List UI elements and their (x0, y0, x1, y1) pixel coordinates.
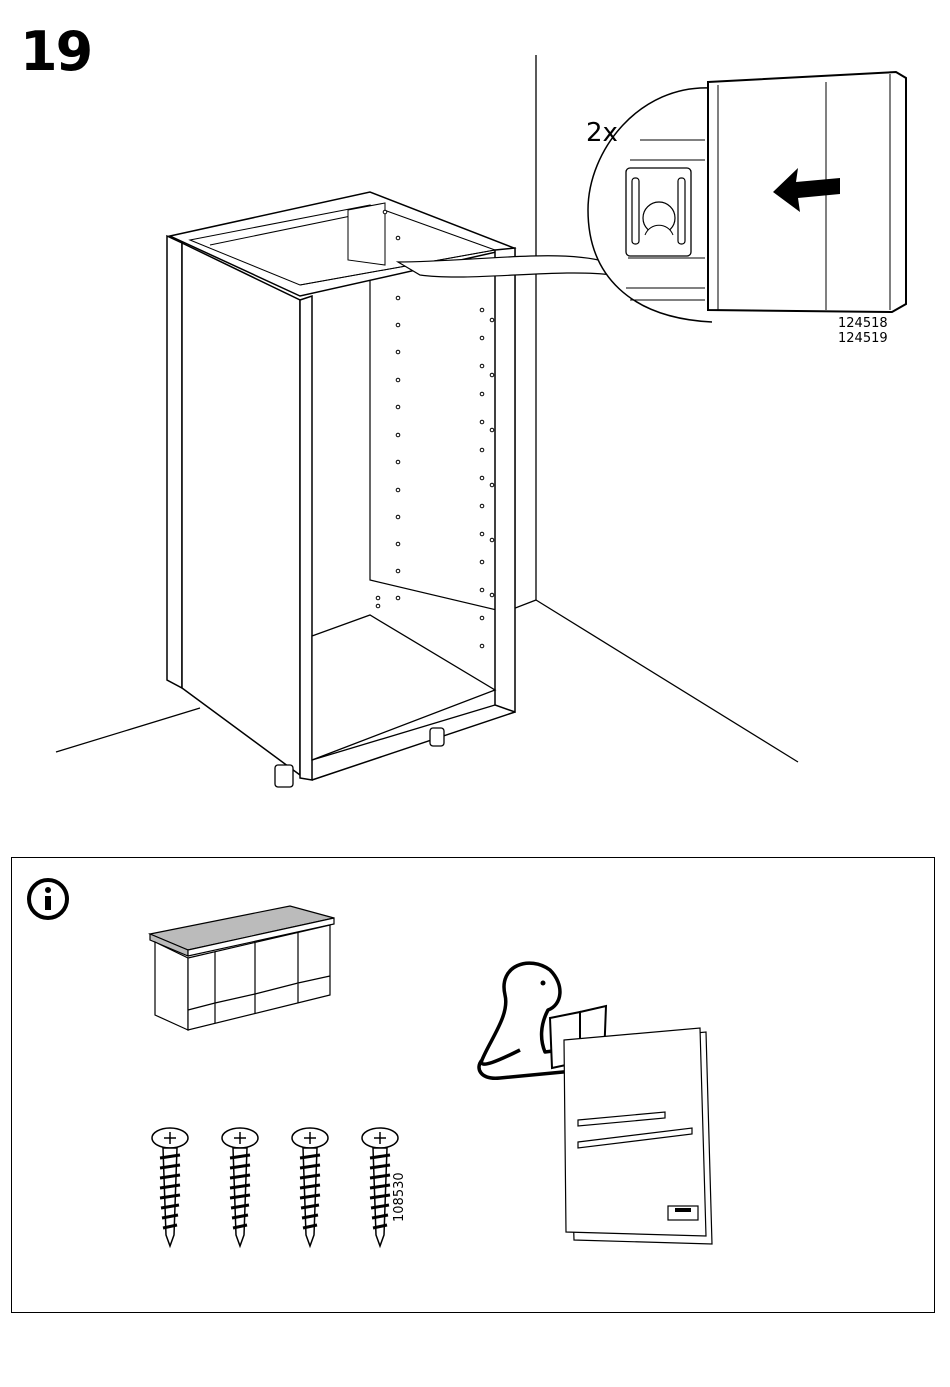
screw-icon (222, 1128, 258, 1246)
worktop-cabinet-icon (150, 906, 334, 1030)
screw-article-number: 108530 (392, 1172, 407, 1222)
manual-icon (564, 1028, 712, 1244)
info-icon (29, 880, 67, 918)
screw-icon (152, 1128, 188, 1246)
screw-icons (152, 1128, 398, 1246)
screw-icon (292, 1128, 328, 1246)
